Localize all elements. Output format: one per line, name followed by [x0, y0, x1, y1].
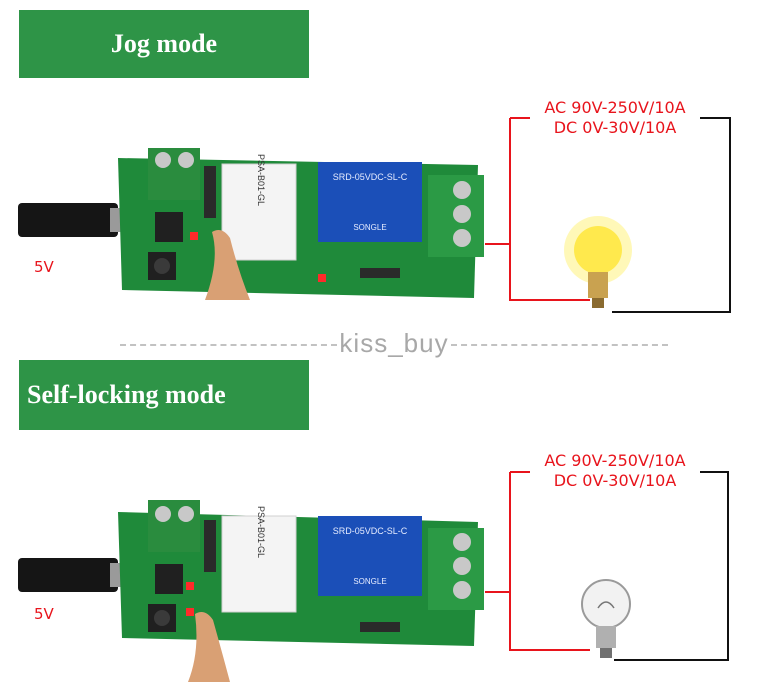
self-locking-mode-banner: Self-locking mode — [19, 360, 309, 430]
spec-ac: AC 90V-250V/10A — [544, 98, 686, 117]
spec-dc: DC 0V-30V/10A — [553, 471, 677, 490]
relay-label: SRD-05VDC-SL-C — [333, 172, 408, 182]
lamp-wire-black — [614, 471, 729, 661]
lamp-wire-black — [612, 117, 731, 313]
relay-board: PSA-B01-GL SRD-05VDC-SL-C SONGLE — [118, 148, 484, 298]
spec-ac: AC 90V-250V/10A — [544, 451, 686, 470]
usb-cable — [18, 558, 118, 592]
relay-label: SRD-05VDC-SL-C — [333, 526, 408, 536]
usb-cable — [18, 203, 118, 237]
self-locking-mode-diagram: PSA-B01-GL SRD-05VDC-SL-C SONGLE — [0, 352, 784, 692]
module-label: PSA-B01-GL — [256, 506, 266, 558]
relay-brand: SONGLE — [353, 223, 386, 232]
jog-mode-banner: Jog mode — [19, 10, 309, 78]
relay-board: PSA-B01-GL SRD-05VDC-SL-C SONGLE — [118, 500, 484, 646]
light-bulb-on-icon — [564, 216, 632, 308]
watermark-text: kiss_buy — [339, 327, 449, 358]
relay-brand: SONGLE — [353, 577, 386, 586]
lamp-wire-red — [485, 243, 590, 301]
watermark: kiss_buy — [120, 328, 668, 358]
spec-dc: DC 0V-30V/10A — [553, 118, 677, 137]
jog-mode-spec: AC 90V-250V/10A DC 0V-30V/10A — [520, 98, 710, 138]
pressing-finger — [188, 612, 230, 682]
jog-mode-diagram: PSA-B01-GL SRD-05VDC-SL-C SONGLE — [0, 0, 784, 340]
pressing-finger — [205, 230, 250, 300]
light-bulb-off-icon — [581, 579, 631, 658]
power-label: 5V — [34, 605, 54, 623]
power-label: 5V — [34, 258, 54, 276]
jog-mode-title: Jog mode — [110, 29, 218, 58]
module-label: PSA-B01-GL — [256, 154, 266, 206]
self-locking-mode-spec: AC 90V-250V/10A DC 0V-30V/10A — [520, 451, 710, 491]
self-locking-mode-title: Self-locking mode — [27, 380, 226, 409]
lamp-wire-red — [485, 591, 590, 651]
